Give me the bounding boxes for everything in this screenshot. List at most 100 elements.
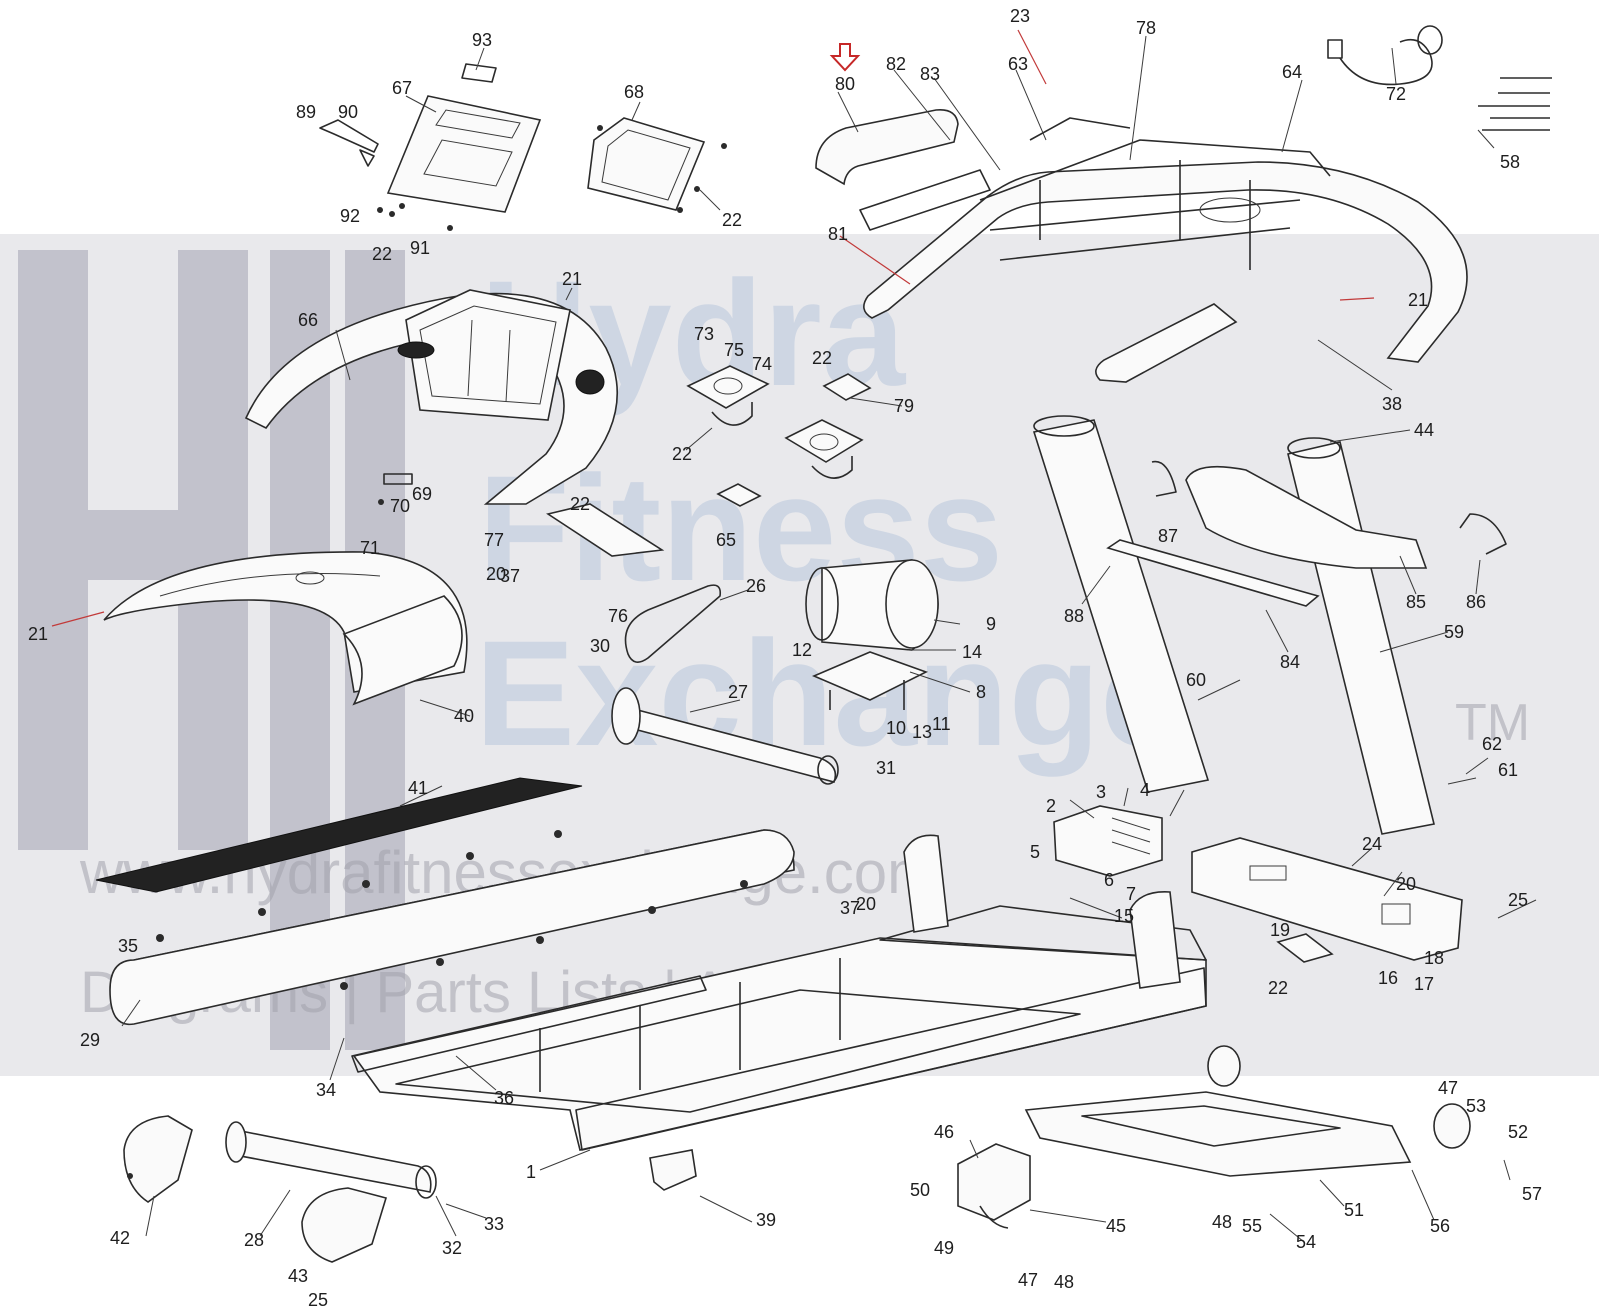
rear-roller-28: [225, 1121, 437, 1199]
part-number: 39: [756, 1210, 776, 1230]
part-number: 66: [298, 310, 318, 330]
part-number: 20: [1396, 874, 1416, 894]
part-number: 14: [962, 642, 982, 662]
part-number: 57: [1522, 1184, 1542, 1204]
main-frame-1: [352, 834, 1207, 1151]
bracket-93: [461, 63, 497, 83]
console-board-67: [386, 95, 542, 213]
part-number: 8: [976, 682, 986, 702]
part-number: 74: [752, 354, 772, 374]
part-number: 4: [1140, 780, 1150, 800]
part-number: 30: [590, 636, 610, 656]
part-number: 41: [408, 778, 428, 798]
part-number: 21: [562, 269, 582, 289]
part-number: 46: [934, 1122, 954, 1142]
part-number: 40: [454, 706, 474, 726]
part-number: 88: [1064, 606, 1084, 626]
part-number: 32: [442, 1238, 462, 1258]
part-number: 19: [1270, 920, 1290, 940]
part-number: 52: [1508, 1122, 1528, 1142]
watermark-trademark: TM: [1455, 694, 1530, 752]
part-number: 7: [1126, 884, 1136, 904]
part-number: 50: [910, 1180, 930, 1200]
part-number: 71: [360, 538, 380, 558]
part-number: 85: [1406, 592, 1426, 612]
part-number: 25: [1508, 890, 1528, 910]
rail-36: [351, 975, 707, 1073]
part-number: 93: [472, 30, 492, 50]
part-number: 64: [1282, 62, 1302, 82]
part-number: 37: [500, 566, 520, 586]
brackets-16-19: [1276, 933, 1334, 963]
part-number: 15: [1114, 906, 1134, 926]
part-number: 22: [1268, 978, 1288, 998]
part-number: 69: [412, 484, 432, 504]
part-number: 47: [1438, 1078, 1458, 1098]
part-number: 65: [716, 530, 736, 550]
part-number: 2: [1046, 796, 1056, 816]
part-number: 70: [390, 496, 410, 516]
wheels-53-56: [1207, 1045, 1471, 1149]
motor-base-8: [811, 651, 929, 710]
part-number: 86: [1466, 592, 1486, 612]
power-cord-72: [1327, 25, 1443, 86]
part-number: 63: [1008, 54, 1028, 74]
part-number: 29: [80, 1030, 100, 1050]
part-number: 10: [886, 718, 906, 738]
part-number: 92: [340, 206, 360, 226]
part-number: 59: [1444, 622, 1464, 642]
part-number: 26: [746, 576, 766, 596]
part-number: 76: [608, 606, 628, 626]
part-number: 22: [372, 244, 392, 264]
console-cover-68: [587, 117, 727, 213]
drive-belt-26: [624, 584, 722, 663]
part-number: 56: [1430, 1216, 1450, 1236]
part-number: 36: [494, 1088, 514, 1108]
part-number: 67: [392, 78, 412, 98]
part-number: 28: [244, 1230, 264, 1250]
part-number: 58: [1500, 152, 1520, 172]
u-bracket-86-87: [1151, 460, 1507, 555]
part-number: 9: [986, 614, 996, 634]
part-number: 16: [1378, 968, 1398, 988]
drive-motor-9: [805, 559, 939, 651]
side-cover-85: [1185, 465, 1428, 569]
upright-59: [1287, 437, 1435, 835]
part-number: 78: [1136, 18, 1156, 38]
motor-bracket-lower: [784, 419, 864, 479]
part-number: 38: [1382, 394, 1402, 414]
part-number: 87: [1158, 526, 1178, 546]
part-number: 23: [1010, 6, 1030, 26]
foot-39: [649, 1149, 697, 1191]
part-number: 35: [118, 936, 138, 956]
part-number: 60: [1186, 670, 1206, 690]
part-number: 48: [1054, 1272, 1074, 1292]
part-number: 20: [856, 894, 876, 914]
part-number: 21: [1408, 290, 1428, 310]
part-number: 22: [672, 444, 692, 464]
part-number: 91: [410, 238, 430, 258]
plate-79: [822, 373, 872, 401]
end-cap-43: [301, 1187, 388, 1263]
key-clip-89-90: [319, 119, 379, 167]
deck-bolts-35: [156, 830, 748, 990]
part-number: 5: [1030, 842, 1040, 862]
bracket-76-77: [546, 503, 665, 557]
part-number: 89: [296, 102, 316, 122]
part-number: 55: [1242, 1216, 1262, 1236]
part-number: 81: [828, 224, 848, 244]
console-base-66: [244, 289, 618, 505]
part-number: 21: [28, 624, 48, 644]
front-roller-27: [611, 687, 839, 785]
part-number: 25: [308, 1290, 328, 1310]
part-number: 79: [894, 396, 914, 416]
part-number: 22: [812, 348, 832, 368]
part-number: 1: [526, 1162, 536, 1182]
part-number: 54: [1296, 1232, 1316, 1252]
part-number: 48: [1212, 1212, 1232, 1232]
part-number: 27: [728, 682, 748, 702]
part-number: 53: [1466, 1096, 1486, 1116]
end-cap-42: [123, 1115, 193, 1203]
leader-lines: [51, 29, 1537, 1243]
